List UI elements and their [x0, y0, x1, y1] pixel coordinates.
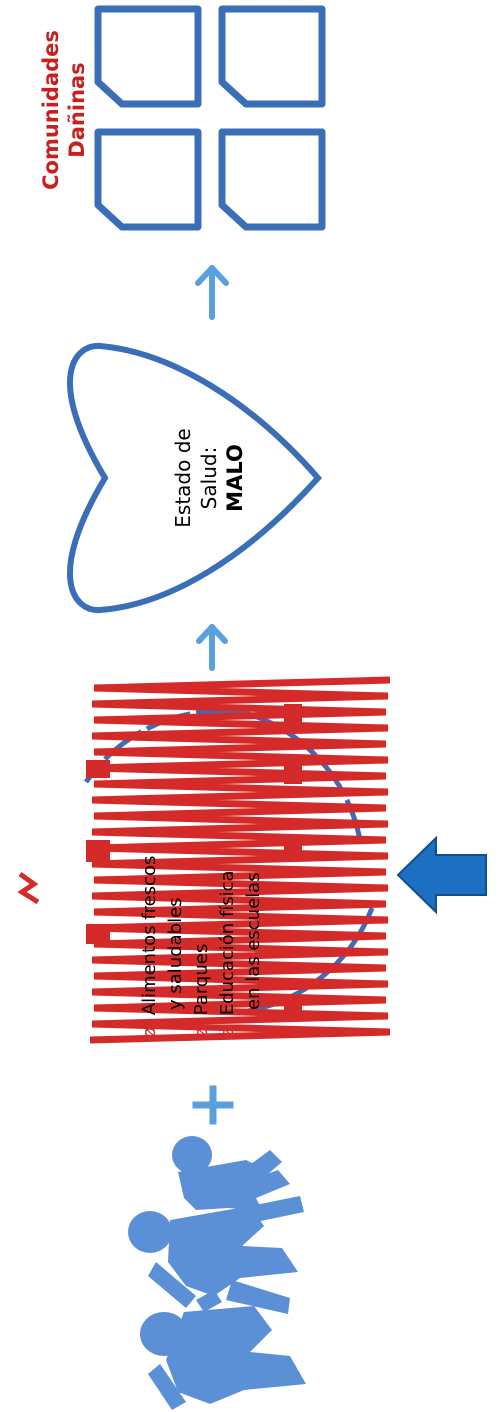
heart-line-3: MALO — [223, 444, 247, 512]
barrier-item-1-line-1: Alimentos frescos — [139, 856, 160, 1016]
house-icon — [218, 128, 326, 231]
pointer-arrow-icon — [396, 835, 487, 915]
empty-set-icon: ø — [217, 1027, 238, 1038]
heart-line-2: Salud: — [197, 447, 221, 510]
house-icon — [94, 5, 202, 108]
barrier-list: ø Alimentos frescos y saludables ø Parqu… — [139, 856, 264, 1038]
title-group: Comunidades Dañinas — [39, 30, 89, 190]
arrow-icon — [195, 265, 229, 320]
barrier-item-2-line-1: Parques — [191, 944, 212, 1015]
barrier-item-3: ø Educación física — [217, 870, 238, 1038]
title-line-1: Comunidades — [39, 30, 63, 190]
barrier-blocks — [86, 704, 302, 1016]
barrier-item-3-line-2: en las escuelas — [243, 872, 264, 1010]
barrier-item-3-line-1: Educación física — [217, 870, 238, 1015]
empty-set-icon: ø — [191, 1027, 212, 1038]
barrier-zigzag — [89, 676, 391, 1044]
children-walking-icon — [128, 1136, 306, 1410]
heart-icon — [66, 342, 323, 614]
barrier-item-1-line-2: y saludables — [165, 897, 186, 1010]
houses-group — [94, 5, 326, 231]
empty-set-icon: ø — [139, 1027, 160, 1038]
house-icon — [94, 128, 202, 231]
title-line-2: Dañinas — [65, 62, 89, 157]
barrier-item-1: ø Alimentos frescos — [139, 856, 160, 1038]
house-icon — [218, 5, 326, 108]
heart-line-1: Estado de — [171, 428, 195, 527]
heart-label: Estado de Salud: MALO — [171, 428, 247, 527]
barrier-item-2: ø Parques — [191, 944, 212, 1038]
red-zigzag-mark — [17, 871, 40, 905]
plus-icon — [192, 1085, 234, 1125]
arrow-icon — [196, 624, 228, 671]
